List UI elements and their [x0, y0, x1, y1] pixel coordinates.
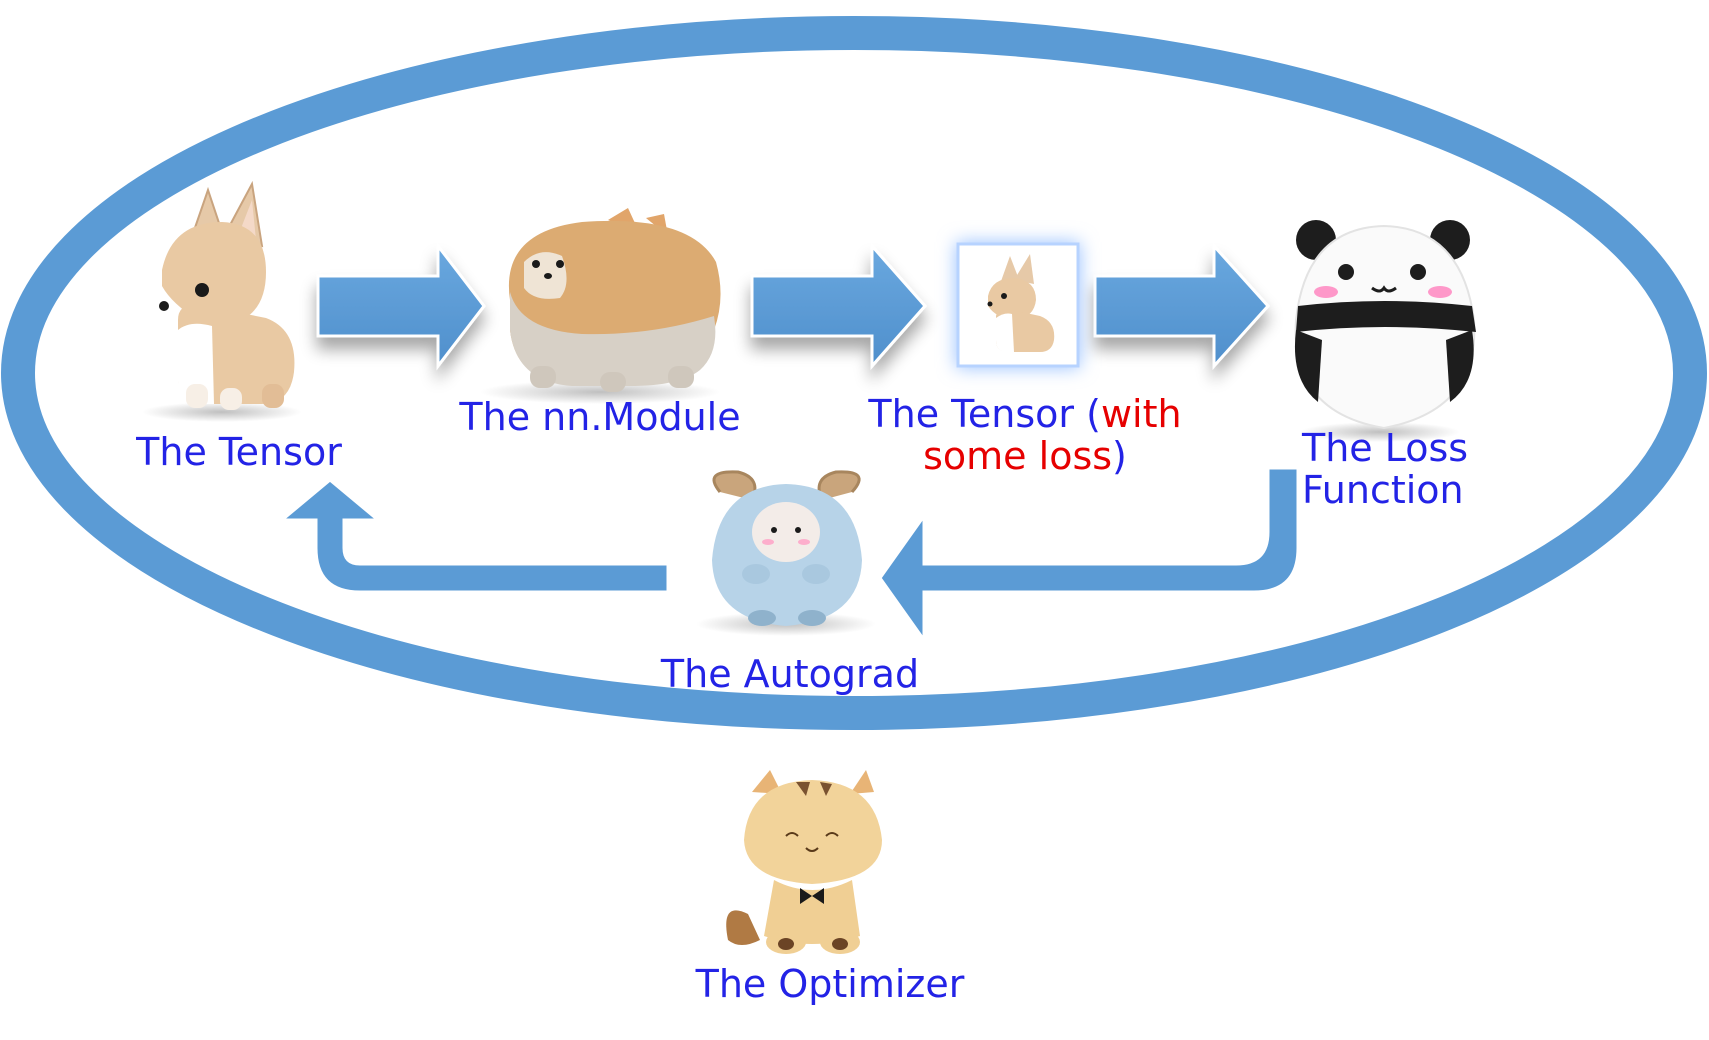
- arrow-tensor-to-module: [316, 241, 486, 371]
- loss-function-label-line1: The Loss: [1302, 426, 1469, 470]
- tensor-output-label-suffix: ): [1112, 433, 1127, 478]
- arrow-output-to-loss: [1093, 242, 1271, 370]
- autograd-label: The Autograd: [660, 652, 920, 696]
- corgi-plush-icon: [142, 180, 302, 422]
- tensor-output-label-highlight-1: with: [1100, 392, 1182, 436]
- shiba-plush-icon: [480, 208, 721, 404]
- optimizer-label: The Optimizer: [695, 962, 965, 1006]
- arrow-autograd-to-tensor: [277, 478, 670, 594]
- tensor-output-label-highlight-2: some loss: [923, 433, 1113, 478]
- optimizer-loop-ellipse: [1, 16, 1707, 730]
- corgi-plush-small-icon: [956, 242, 1080, 368]
- panda-plush-icon: [1294, 220, 1476, 442]
- arrow-loss-to-autograd: [878, 466, 1300, 645]
- tensor-output-label-prefix: The Tensor (: [868, 392, 1101, 436]
- loss-function-label-line2: Function: [1302, 467, 1464, 512]
- arrow-module-to-output: [750, 242, 928, 370]
- loss-function-label: The Loss Function: [1302, 426, 1469, 512]
- cat-plush-icon: [726, 770, 882, 954]
- ram-plush-icon: [696, 470, 876, 636]
- tensor-input-label: The Tensor: [136, 430, 342, 474]
- tensor-output-label: The Tensor (with some loss): [868, 392, 1182, 478]
- nn-module-label: The nn.Module: [459, 395, 741, 439]
